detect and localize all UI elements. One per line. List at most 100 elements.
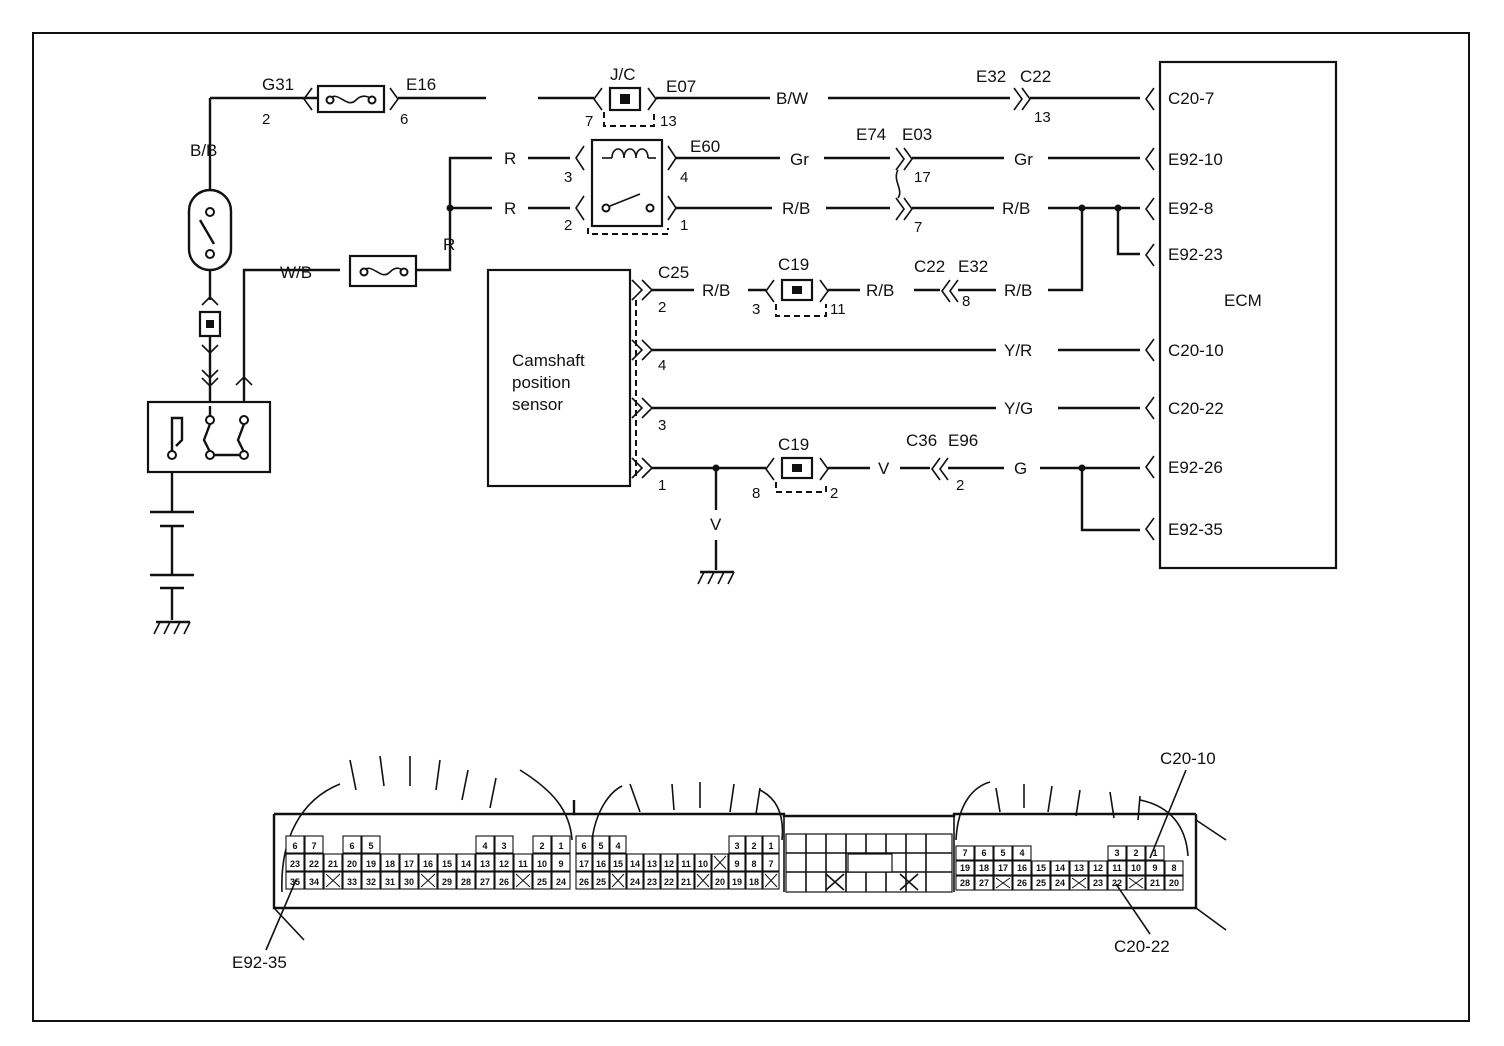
pin-number: 12 xyxy=(1093,863,1103,873)
ecm-pin-e92-10: E92-10 xyxy=(1168,150,1223,169)
connector-cell xyxy=(1032,846,1050,860)
ground-symbol xyxy=(153,620,191,635)
pin-label: 2 xyxy=(564,217,572,234)
pin-number: 22 xyxy=(664,877,674,887)
connector-cell xyxy=(711,871,729,890)
connector-cell xyxy=(285,853,305,872)
pin-number: 16 xyxy=(423,859,433,869)
connector-cell xyxy=(592,871,610,890)
connector-cell xyxy=(1069,860,1089,876)
wire-color-rb: R/B xyxy=(782,199,810,218)
ecm-pin-arrows xyxy=(1145,87,1155,541)
pin-label: 7 xyxy=(585,113,593,130)
connector-cell xyxy=(532,871,552,890)
connector-e32: E32 xyxy=(976,67,1006,86)
connector-cell xyxy=(494,871,514,890)
pin-number: 23 xyxy=(647,877,657,887)
blank-cavity-mark xyxy=(515,873,531,888)
connector-cell xyxy=(438,836,456,853)
ecm-pin-e92-23: E92-23 xyxy=(1168,245,1223,264)
connector-cell xyxy=(437,871,457,890)
pin-label: 4 xyxy=(658,357,666,374)
junction-jc xyxy=(593,86,657,127)
pin-number: 17 xyxy=(579,859,589,869)
connector-cell xyxy=(1107,860,1127,876)
ground-symbol xyxy=(697,570,735,585)
pin-number: 10 xyxy=(698,859,708,869)
pin-number: 11 xyxy=(518,859,528,869)
sensor-label-line: Camshaft xyxy=(512,351,585,370)
connector-cell xyxy=(399,853,419,872)
connector-cell xyxy=(1051,846,1069,860)
connector-cell xyxy=(532,853,552,872)
sensor-label-line: sensor xyxy=(512,395,563,414)
pin-label: 7 xyxy=(914,219,922,236)
pin-number: 16 xyxy=(1017,863,1027,873)
pin-number: 10 xyxy=(537,859,547,869)
pin-number: 13 xyxy=(1074,863,1084,873)
pin-label: 6 xyxy=(400,111,408,128)
pin-number: 25 xyxy=(596,877,606,887)
connector-c25: C25 xyxy=(658,263,689,282)
pin-label: 3 xyxy=(752,301,760,318)
pin-number: 2 xyxy=(751,841,756,851)
connector-cell xyxy=(695,836,711,853)
connector-cell xyxy=(324,836,342,853)
ecm-pin-c20-7: C20-7 xyxy=(1168,89,1214,108)
connector-cell xyxy=(1012,860,1032,876)
connector-cell xyxy=(342,853,362,872)
pin-number: 7 xyxy=(311,841,316,851)
pin-label: 13 xyxy=(1034,109,1051,126)
connector-cell xyxy=(626,871,644,890)
blank-cavity-mark xyxy=(1128,877,1144,889)
connector-cell xyxy=(285,835,305,854)
pin-label: 3 xyxy=(564,169,572,186)
connector-cell xyxy=(745,835,763,854)
connector-cell xyxy=(1050,875,1070,891)
connector-cell xyxy=(712,836,728,853)
connector-cell xyxy=(592,835,610,854)
connector-cell xyxy=(643,853,661,872)
connector-c22: C22 xyxy=(1020,67,1051,86)
pin-number: 9 xyxy=(1152,863,1157,873)
pin-number: 18 xyxy=(385,859,395,869)
pin-number: 8 xyxy=(1171,863,1176,873)
pin-number: 2 xyxy=(539,841,544,851)
ecm-module: ECM xyxy=(1158,60,1338,570)
connector-cell xyxy=(304,871,324,890)
ignition-switch xyxy=(187,188,233,272)
connector-cell xyxy=(661,836,677,853)
wire-color-wb: W/B xyxy=(280,263,312,282)
connector-e74: E74 xyxy=(856,125,886,144)
pin-number: 5 xyxy=(1000,848,1005,858)
pin-number: 30 xyxy=(404,877,414,887)
pin-number: 17 xyxy=(404,859,414,869)
connector-cell xyxy=(1164,860,1184,876)
wire-color-rb: R/B xyxy=(1002,199,1030,218)
connector-cell xyxy=(1088,860,1108,876)
connector-cell xyxy=(1012,845,1032,861)
connector-center-plug xyxy=(785,833,953,893)
camshaft-position-sensor: Camshaft position sensor xyxy=(486,268,632,488)
pin-number: 11 xyxy=(1112,863,1122,873)
pin-number: 15 xyxy=(1036,863,1046,873)
connector-cell xyxy=(361,871,381,890)
connector-cell xyxy=(974,845,994,861)
connector-cell xyxy=(677,853,695,872)
connector-e96: E96 xyxy=(948,431,978,450)
pin-number: 4 xyxy=(482,841,487,851)
pin-number: 4 xyxy=(615,841,620,851)
connector-cell xyxy=(1031,875,1051,891)
pin-number: 24 xyxy=(1055,878,1065,888)
wire-color-yg: Y/G xyxy=(1004,399,1033,418)
pin-number: 12 xyxy=(499,859,509,869)
blank-cavity-mark xyxy=(764,873,778,888)
connector-cell xyxy=(993,845,1013,861)
connector-c19-lower xyxy=(765,456,829,493)
connector-cell xyxy=(361,853,381,872)
connector-e32: E32 xyxy=(958,257,988,276)
wire-color-rb: R/B xyxy=(702,281,730,300)
pin-number: 18 xyxy=(749,877,759,887)
